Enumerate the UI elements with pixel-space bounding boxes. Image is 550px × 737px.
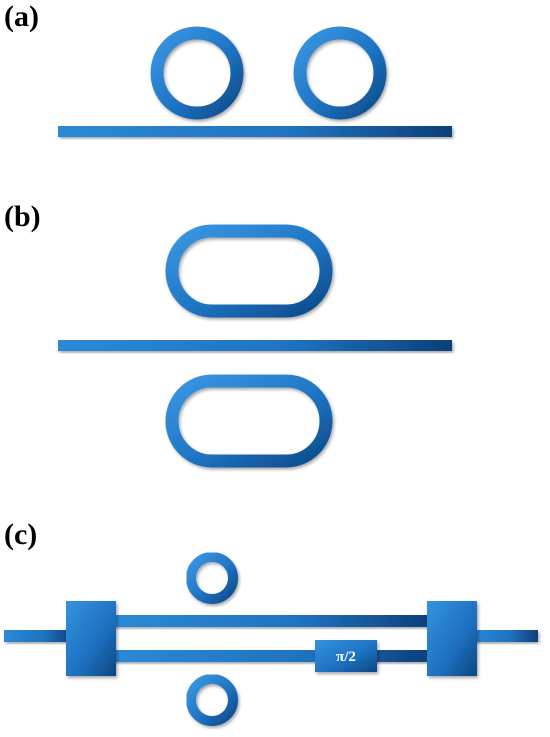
panel-a xyxy=(58,26,452,137)
coupler-left xyxy=(66,601,116,676)
panel-b xyxy=(58,224,452,468)
bus-waveguide-b xyxy=(58,340,452,351)
ring-resonator-left xyxy=(150,26,244,120)
ring-resonator-upper xyxy=(186,552,238,604)
upper-arm-waveguide xyxy=(110,615,432,627)
racetrack-resonator-bottom xyxy=(165,374,333,468)
phase-shifter-label: π/2 xyxy=(336,649,356,665)
panel-a-label: (a) xyxy=(4,0,39,33)
ring-resonator-lower xyxy=(186,674,238,726)
panel-c-label: (c) xyxy=(4,518,38,551)
phase-shifter xyxy=(315,640,377,672)
panel-c: π/2 xyxy=(4,552,538,726)
ring-resonator-right xyxy=(293,26,387,120)
lower-arm-waveguide xyxy=(110,650,432,662)
bus-waveguide-a xyxy=(58,126,452,137)
output-waveguide xyxy=(470,630,538,642)
panel-b-label: (b) xyxy=(4,200,41,233)
racetrack-resonator-top xyxy=(165,224,333,318)
coupler-right xyxy=(427,601,477,676)
input-waveguide xyxy=(4,630,72,642)
